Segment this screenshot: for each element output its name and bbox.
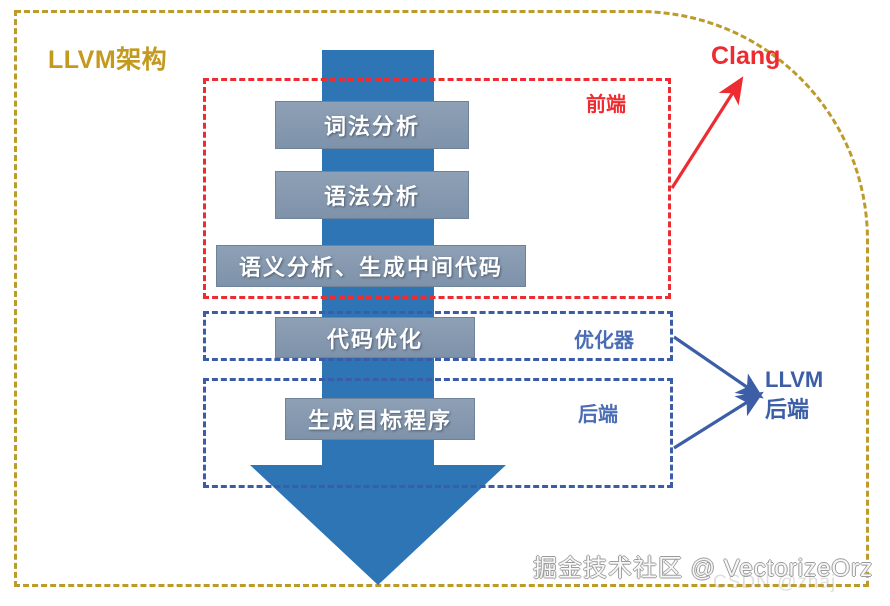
group-box-backend — [203, 378, 673, 488]
group-box-optimizer — [203, 311, 673, 361]
annotation-llvm-line2: 后端 — [765, 397, 810, 422]
outer-dashed-frame — [14, 10, 869, 587]
stage-box-syntax-analysis: 语法分析 — [275, 171, 469, 219]
group-label-optimizer: 优化器 — [574, 330, 634, 352]
annotation-llvm-backend: LLVM 后端 — [765, 365, 823, 425]
stage-box-code-optimization: 代码优化 — [275, 317, 475, 358]
annotation-clang: Clang — [711, 42, 781, 70]
group-label-frontend: 前端 — [586, 94, 626, 116]
watermark-primary: 掘金技术社区 @ VectorizeOrz — [533, 555, 874, 582]
page-title: LLVM架构 — [48, 46, 168, 74]
group-box-frontend — [203, 78, 671, 299]
group-label-backend: 后端 — [578, 404, 618, 426]
watermark-secondary: CSDN @zhaj — [713, 572, 837, 593]
stage-box-lexical-analysis: 词法分析 — [275, 101, 469, 149]
stage-box-target-generation: 生成目标程序 — [285, 398, 475, 440]
annotation-llvm-line1: LLVM — [765, 367, 824, 392]
stage-box-semantic-analysis: 语义分析、生成中间代码 — [216, 245, 526, 287]
